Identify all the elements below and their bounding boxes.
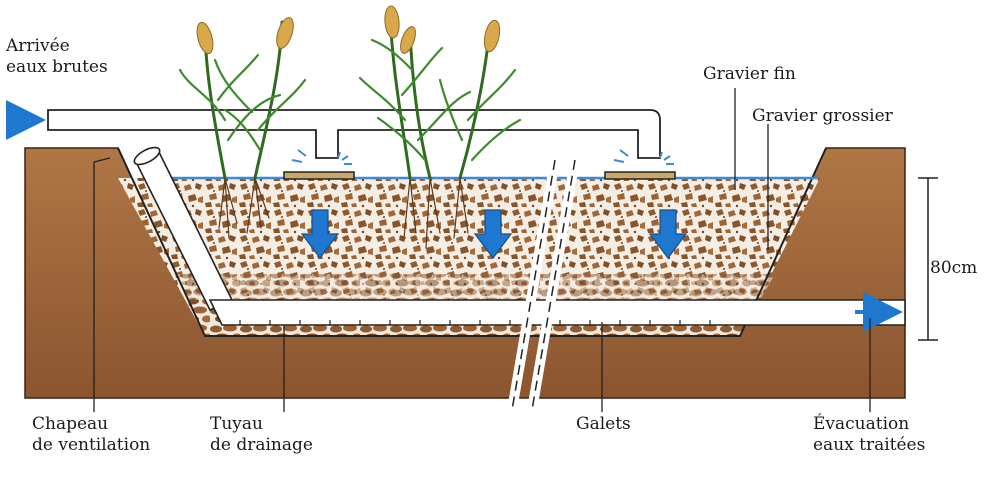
spreader-plate-left (283, 171, 355, 180)
label-pebbles: Galets (576, 414, 631, 435)
label-outlet-line1: Évacuation (813, 414, 910, 434)
label-fine-gravel-text: Gravier fin (703, 64, 796, 84)
label-coarse-gravel-text: Gravier grossier (752, 106, 893, 126)
label-drain-pipe-line1: Tuyau (210, 414, 263, 434)
label-depth: 80cm (930, 258, 977, 279)
label-depth-text: 80cm (930, 258, 978, 278)
flow-arrow-icon (6, 100, 903, 332)
depth-dimension (918, 177, 938, 341)
label-vent-cap-line1: Chapeau (32, 414, 109, 434)
label-inlet-line2: eaux brutes (6, 57, 108, 77)
label-vent-cap: Chapeau de ventilation (32, 414, 150, 456)
label-coarse-gravel: Gravier grossier (752, 106, 893, 127)
label-drain-pipe: Tuyau de drainage (210, 414, 313, 456)
label-vent-cap-line2: de ventilation (32, 435, 151, 455)
label-fine-gravel: Gravier fin (703, 64, 796, 85)
spray-icon (291, 149, 674, 165)
down-arrow-icon (300, 209, 688, 259)
label-pebbles-text: Galets (576, 414, 631, 434)
spreader-plate-right (604, 171, 676, 180)
label-inlet: Arrivée eaux brutes (6, 36, 108, 78)
label-inlet-line1: Arrivée (6, 36, 70, 56)
label-outlet-line2: eaux traitées (813, 435, 926, 455)
reed-plant-icon (178, 5, 522, 249)
vent-cap (133, 146, 161, 166)
inlet-pipe (47, 109, 661, 159)
leader-vent-cap (93, 157, 111, 412)
label-outlet: Évacuation eaux traitées (813, 414, 925, 456)
label-drain-pipe-line2: de drainage (210, 435, 313, 455)
drain-pipe (208, 299, 906, 326)
